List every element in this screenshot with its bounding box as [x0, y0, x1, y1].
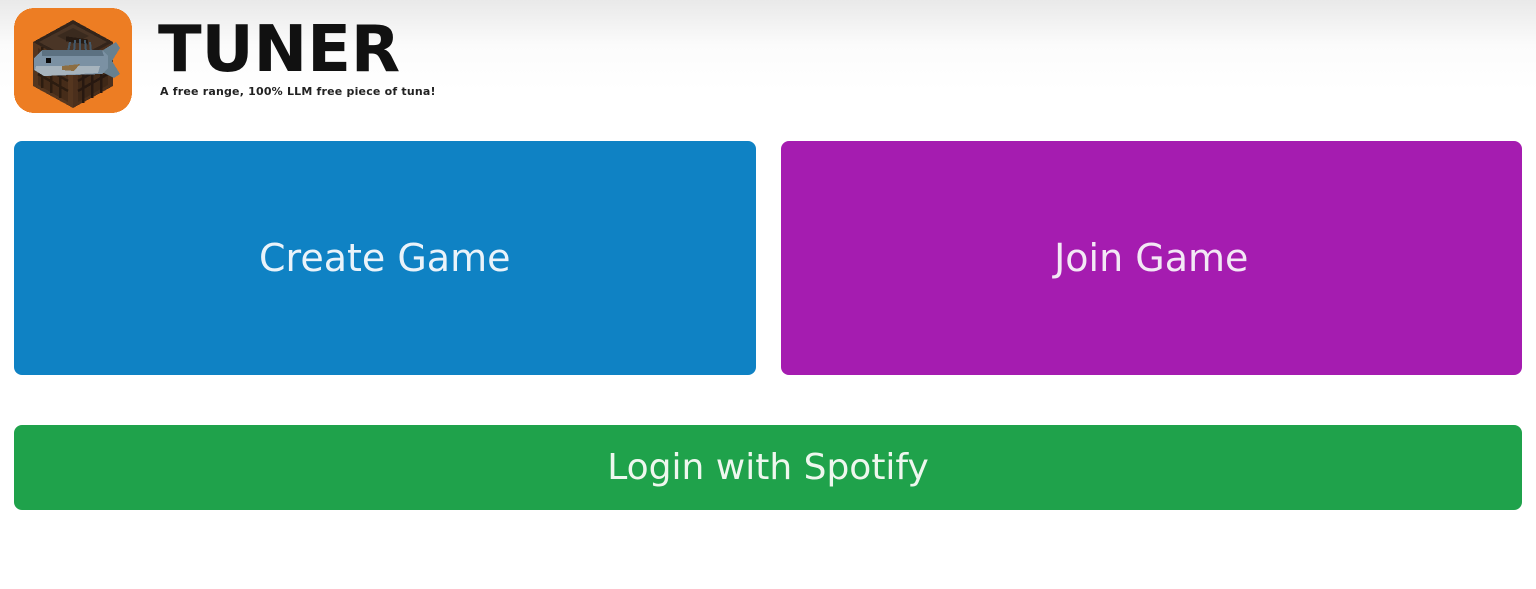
app-title: TUNER [158, 13, 401, 87]
game-buttons-row: Create Game Join Game [14, 141, 1522, 375]
noteblock-tuna-logo-icon [14, 8, 132, 113]
create-game-button[interactable]: Create Game [14, 141, 756, 375]
title-block: TUNER A free range, 100% LLM free piece … [158, 8, 436, 98]
main-actions: Create Game Join Game Login with Spotify [0, 141, 1536, 510]
join-game-button[interactable]: Join Game [780, 141, 1522, 375]
login-with-spotify-button[interactable]: Login with Spotify [14, 425, 1522, 510]
app-tagline: A free range, 100% LLM free piece of tun… [160, 84, 436, 98]
app-header: TUNER A free range, 100% LLM free piece … [0, 0, 1536, 113]
